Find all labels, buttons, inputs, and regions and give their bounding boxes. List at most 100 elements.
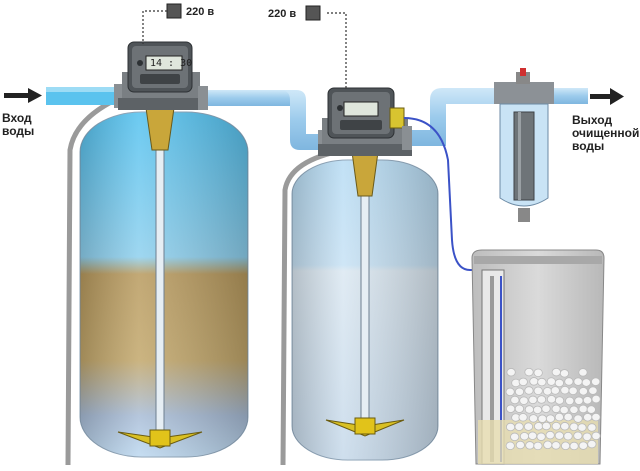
salt-pellet [541,404,551,413]
salt-pellet [528,395,538,405]
salt-pellet [554,412,564,422]
salt-pellet [569,422,579,432]
salt-pellet [573,377,583,386]
salt-pellet [519,396,529,405]
salt-pellet [533,422,544,431]
salt-pellet [518,377,528,387]
salt-pellet [587,439,597,449]
salt-pellet [563,432,573,441]
salt-pellet [578,387,588,396]
salt-pellet [591,431,601,441]
arrow-out-icon [590,88,624,105]
water-out-text: Выход очищенной воды [572,113,640,153]
salt-pellet [564,377,574,386]
salt-pellet [581,378,591,387]
tank-1 [79,107,249,458]
water-out-label: Выход очищенной воды [572,114,639,153]
salt-pellet [523,422,534,431]
salt-pellet [551,404,561,414]
salt-pellet [524,386,534,395]
salt-pellet [583,413,593,422]
controller-2-icon [318,87,412,156]
salt-pellet [514,387,525,396]
salt-pellet [505,441,515,450]
water-in-text: Вход воды [2,111,35,138]
salt-pellet [546,377,556,386]
plug-box-icon [142,3,182,44]
salt-pellet [536,395,547,404]
salt-pellet [527,431,538,440]
salt-pellet [574,396,584,405]
salt-pellet [532,405,543,415]
salt-pellet [578,368,588,377]
salt-pellet [563,412,573,422]
salt-pellet [551,367,561,377]
salt-pellet [546,395,557,404]
salt-pellet [533,368,543,378]
salt-pellet [550,386,560,395]
brine-line [403,117,480,271]
salt-pellet [565,396,575,406]
salt-pellet [541,421,551,431]
salt-pellet [573,431,583,440]
salt-pellet [559,405,569,415]
salt-pellet [514,404,525,413]
salt-pellet [573,414,583,423]
salt-pellet [560,441,571,451]
salt-pellet [506,368,516,377]
voltage-label-2: 220 в [268,8,297,20]
controller-display-time: 14 : 30 [150,58,193,69]
salt-pellet [587,423,597,432]
salt-pellet [515,440,525,450]
salt-pellet [554,378,564,388]
salt-pellet [533,386,543,396]
salt-pellet [577,423,587,432]
salt-pellet [537,377,547,387]
salt-pellet [560,385,570,395]
salt-pellet [528,414,539,423]
salt-pellet [543,440,553,450]
salt-pellet [525,441,535,450]
salt-pellet [542,387,553,396]
salt-pellet [569,441,579,451]
inlet-pipe [46,84,124,108]
salt-pellet [569,405,579,414]
salt-pellet [554,396,565,405]
salt-pellet [536,432,546,441]
salt-pellet [545,414,556,423]
salt-pellet [529,377,539,386]
salt-pellet [510,432,520,442]
salt-pellet [537,414,547,423]
salt-pellet [518,413,528,422]
controller-icon [118,41,204,110]
water-in-label: Вход воды [2,112,34,138]
salt-pellet [591,394,601,404]
salt-pellet [582,432,592,442]
brine-tank [471,249,605,465]
salt-pellet [510,395,520,405]
salt-pellet [533,441,543,451]
outlet-pipe [402,88,588,150]
plug-box-2-icon [305,5,347,90]
filter-cartridge-icon [494,68,554,222]
salt-pellet [551,421,561,431]
salt-pellet [568,386,578,396]
salt-pellet [545,430,555,440]
salt-pellet [519,432,530,441]
salt-pellet [559,369,570,378]
salt-pellet [578,404,588,414]
salt-pellet [524,367,534,377]
salt-pellet [582,396,593,405]
salt-pellets-icon [505,367,601,451]
arrow-in-icon [4,88,42,103]
salt-pellet [586,405,596,414]
salt-pellet [591,377,601,386]
salt-pellet [514,422,524,431]
salt-pellet [505,387,515,397]
salt-pellet [588,386,598,395]
salt-pellet [591,412,601,422]
salt-pellet [578,441,588,450]
salt-pellet [560,422,570,431]
